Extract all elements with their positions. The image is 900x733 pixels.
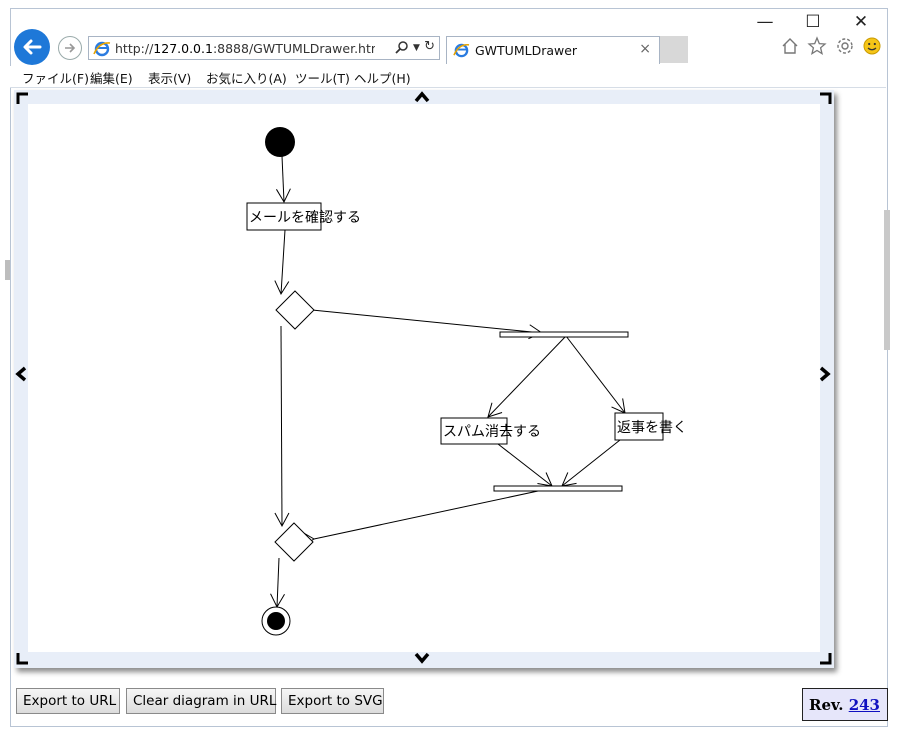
dropdown-chevron-icon[interactable]: ▼ bbox=[413, 43, 420, 53]
scroll-down-right-corner-icon[interactable] bbox=[818, 651, 832, 668]
action-delete-spam[interactable] bbox=[440, 417, 508, 445]
menu-view[interactable]: 表示(V) bbox=[148, 71, 192, 86]
initial-node[interactable] bbox=[265, 127, 295, 157]
address-bar[interactable]: http://127.0.0.1:8888/GWTUMLDrawer.html#… bbox=[88, 36, 440, 60]
flow-decision-to-merge[interactable] bbox=[274, 325, 290, 528]
tab-close-icon[interactable]: × bbox=[639, 41, 651, 57]
flow-check-to-decision[interactable] bbox=[274, 229, 290, 296]
left-edge-handle bbox=[5, 260, 10, 280]
favorites-star-icon[interactable] bbox=[807, 36, 827, 61]
diagram-canvas[interactable]: メールを確認する スパム消去する 返事を書く bbox=[28, 104, 820, 652]
action-check-mail-label: メールを確認する bbox=[249, 210, 361, 226]
merge-node[interactable] bbox=[274, 522, 314, 562]
forward-arrow-icon bbox=[65, 43, 76, 53]
close-window-button[interactable]: ✕ bbox=[853, 12, 869, 32]
menu-bar: ファイル(F) 編集(E) 表示(V) お気に入り(A) ツール(T) ヘルプ(… bbox=[10, 66, 886, 88]
settings-gear-icon[interactable] bbox=[835, 36, 855, 61]
activity-diagram: メールを確認する スパム消去する 返事を書く bbox=[246, 127, 687, 636]
flow-merge-to-end[interactable] bbox=[270, 557, 285, 609]
scroll-left-chevron-icon[interactable] bbox=[14, 366, 28, 385]
menu-edit[interactable]: 編集(E) bbox=[90, 71, 133, 86]
action-check-mail[interactable] bbox=[246, 202, 322, 231]
menu-help[interactable]: ヘルプ(H) bbox=[354, 71, 411, 86]
scroll-up-right-corner-icon[interactable] bbox=[818, 92, 832, 109]
ie-tab-icon bbox=[453, 43, 470, 58]
back-button[interactable] bbox=[14, 29, 50, 65]
browser-toolbar-icons bbox=[780, 36, 890, 60]
flow-fork-to-spam[interactable] bbox=[487, 335, 567, 418]
search-icon[interactable] bbox=[395, 40, 409, 54]
refresh-icon[interactable]: ↻ bbox=[424, 39, 435, 54]
address-url[interactable]: http://127.0.0.1:8888/GWTUMLDrawer.html#… bbox=[115, 41, 375, 56]
join-bar[interactable] bbox=[493, 485, 623, 492]
tab-title: GWTUMLDrawer bbox=[475, 43, 578, 58]
minimize-button[interactable]: — bbox=[756, 12, 774, 32]
decision-node[interactable] bbox=[275, 290, 315, 330]
flow-join-to-merge[interactable] bbox=[313, 487, 553, 540]
flow-start-to-check[interactable] bbox=[276, 155, 291, 204]
diagram-canvas-frame: メールを確認する スパム消去する 返事を書く bbox=[14, 90, 834, 668]
menu-tools[interactable]: ツール(T) bbox=[295, 71, 350, 86]
back-arrow-icon bbox=[23, 39, 42, 55]
export-to-url-button[interactable]: Export to URL bbox=[16, 688, 120, 714]
browser-tab[interactable]: GWTUMLDrawer × bbox=[446, 36, 660, 64]
menu-file[interactable]: ファイル(F) bbox=[22, 71, 89, 86]
scroll-down-left-corner-icon[interactable] bbox=[16, 651, 30, 668]
flow-fork-to-reply[interactable] bbox=[565, 335, 626, 414]
vertical-scrollbar-thumb[interactable] bbox=[884, 210, 890, 350]
revision-label: Rev. bbox=[809, 696, 844, 714]
revision-box: Rev. 243 bbox=[802, 688, 888, 721]
scroll-right-chevron-icon[interactable] bbox=[818, 366, 832, 385]
flow-reply-to-join[interactable] bbox=[561, 439, 621, 487]
forward-button[interactable] bbox=[58, 36, 82, 60]
address-icons: ▼ ↻ bbox=[395, 39, 435, 54]
action-write-reply[interactable] bbox=[614, 412, 664, 441]
action-delete-spam-label: スパム消去する bbox=[443, 424, 541, 440]
maximize-button[interactable]: ☐ bbox=[805, 12, 821, 32]
scroll-down-chevron-icon[interactable] bbox=[414, 651, 430, 668]
ie-page-icon bbox=[93, 41, 111, 57]
clear-diagram-in-url-button[interactable]: Clear diagram in URL bbox=[126, 688, 276, 714]
menu-favorites[interactable]: お気に入り(A) bbox=[206, 71, 287, 86]
revision-link[interactable]: 243 bbox=[848, 696, 880, 714]
flow-spam-to-join[interactable] bbox=[497, 443, 553, 487]
new-tab-button[interactable] bbox=[660, 36, 688, 63]
export-to-svg-button[interactable]: Export to SVG bbox=[281, 688, 384, 714]
fork-bar[interactable] bbox=[499, 331, 629, 338]
scroll-up-chevron-icon[interactable] bbox=[414, 90, 430, 107]
action-write-reply-label: 返事を書く bbox=[617, 420, 687, 436]
smiley-feedback-icon[interactable] bbox=[862, 36, 882, 61]
scroll-up-left-corner-icon[interactable] bbox=[16, 92, 30, 109]
final-node bbox=[267, 612, 285, 630]
flow-decision-to-fork[interactable] bbox=[311, 309, 544, 340]
home-icon[interactable] bbox=[780, 36, 800, 61]
